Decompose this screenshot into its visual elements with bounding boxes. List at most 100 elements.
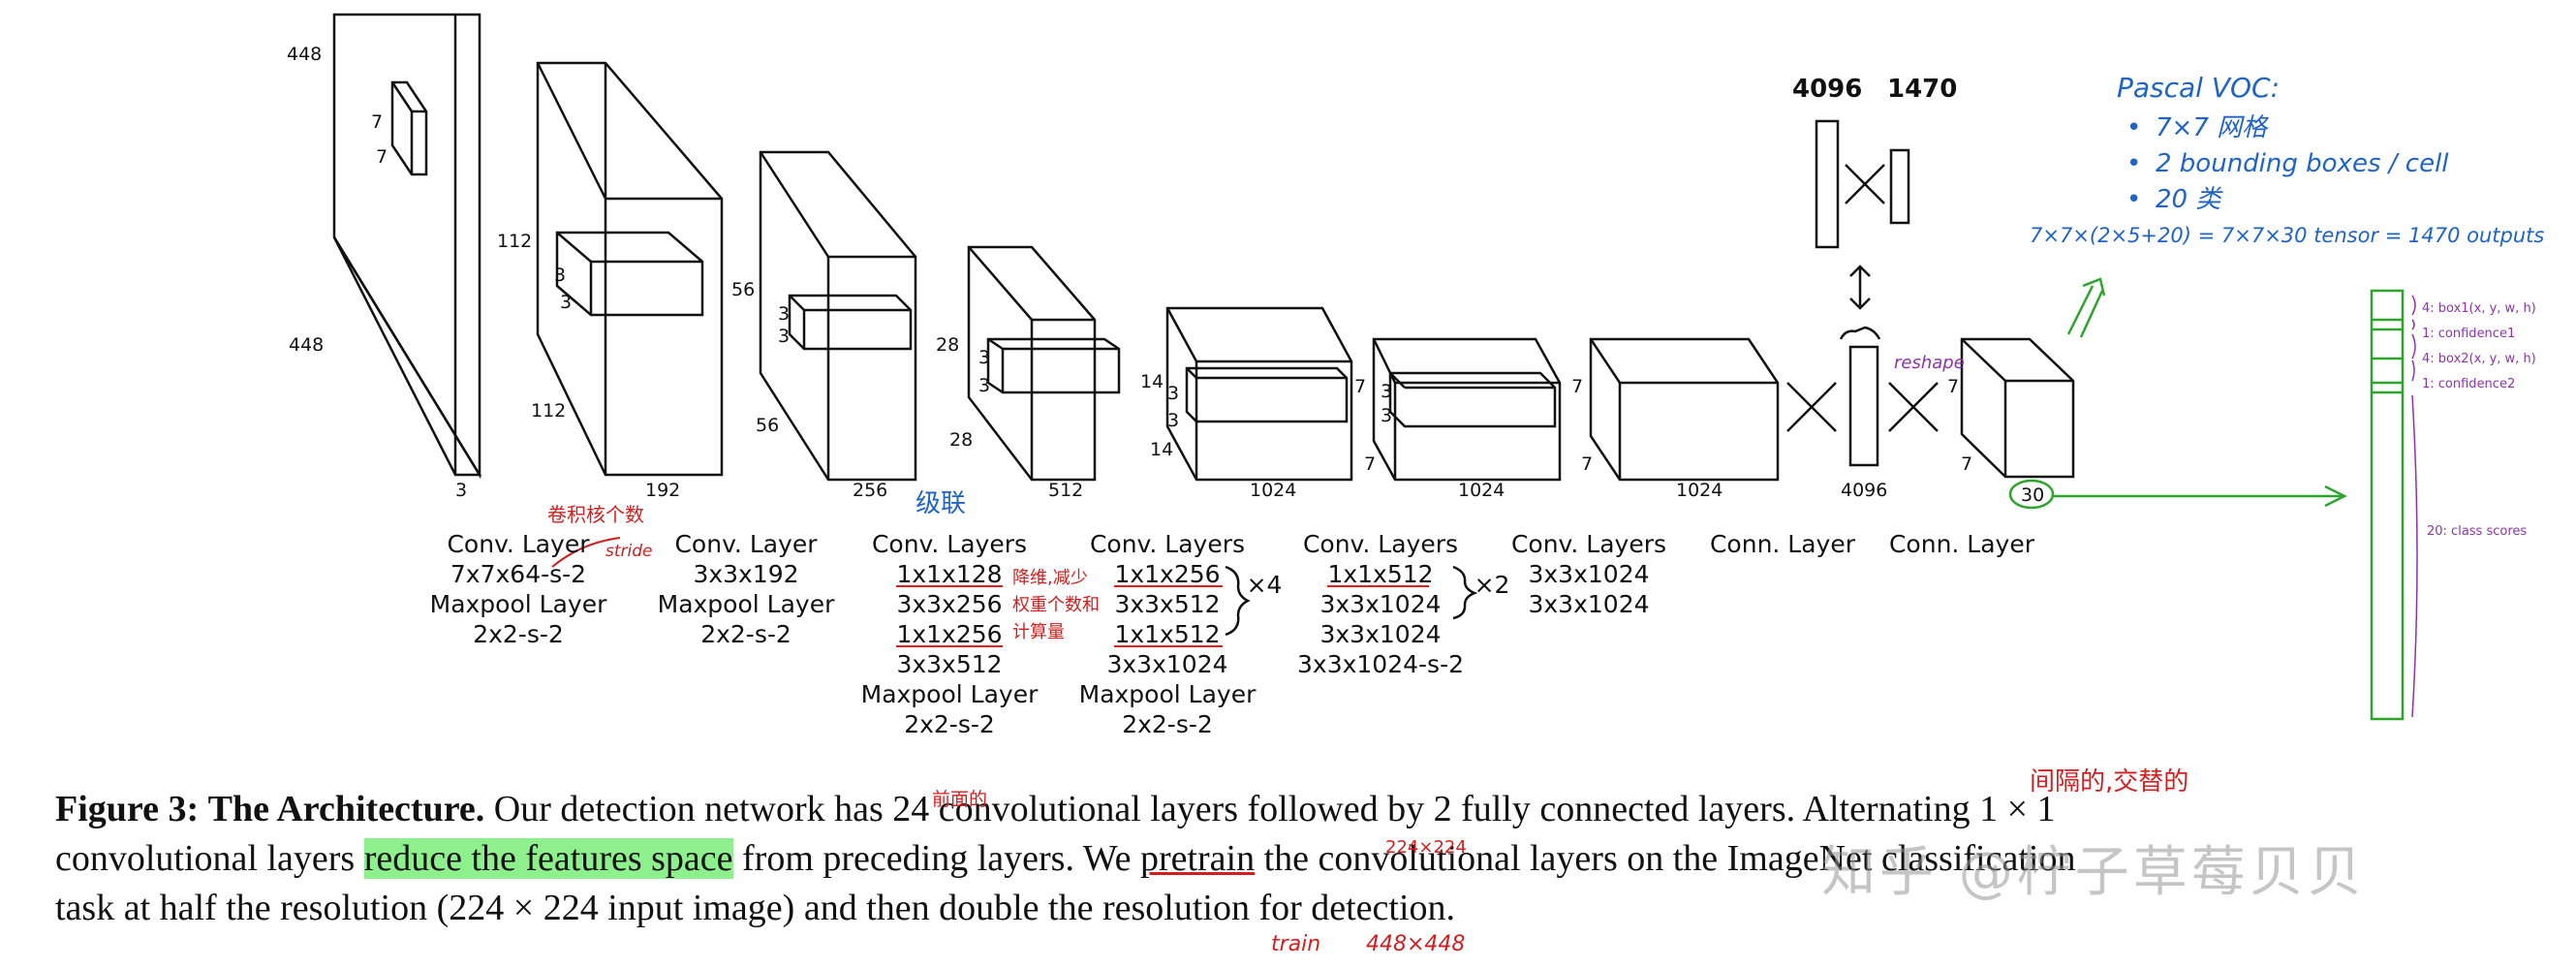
dim-label: 256 xyxy=(853,480,887,501)
dim-label: 112 xyxy=(531,400,566,422)
conv-block-3 xyxy=(759,150,917,482)
pascal-formula: 7×7×(2×5+20) = 7×7×30 tensor = 1470 outp… xyxy=(2030,224,2544,247)
layer-label: 3x3x1024 xyxy=(1528,560,1649,588)
pascal-bullet: • xyxy=(2126,185,2141,214)
vector-label: 4: box2(x, y, w, h) xyxy=(2422,352,2536,366)
dim-label: 512 xyxy=(1048,480,1083,501)
layer-label: 1x1x256 xyxy=(1114,560,1220,588)
fc-top-label: 4096 xyxy=(1792,75,1862,104)
fc-connector-2 xyxy=(1888,382,1939,432)
dim-label: 14 xyxy=(1150,439,1173,460)
dim-label: 7 xyxy=(1571,376,1583,397)
layer-label: 1x1x512 xyxy=(1114,620,1220,648)
repeat-label: ×2 xyxy=(1474,571,1510,599)
layer-label: Maxpool Layer xyxy=(658,590,835,618)
kernel-label: 3 xyxy=(978,347,990,368)
caption-figure-number: Figure 3: xyxy=(55,789,200,829)
caption-text: convolutional layers xyxy=(55,838,356,879)
output-30-circle xyxy=(2008,479,2055,510)
layer-label: 3x3x1024 xyxy=(1106,650,1227,678)
dim-label: 28 xyxy=(936,334,959,356)
fc-top-4096-bar xyxy=(1815,119,1840,249)
layer-label: 2x2-s-2 xyxy=(904,710,995,738)
kernel-label: 3 xyxy=(978,375,990,396)
conv-block-4 xyxy=(967,245,1121,482)
kernel-label: 3 xyxy=(1381,381,1392,402)
layer-label: Conn. Layer xyxy=(1889,530,2035,558)
vector-label: 1: confidence2 xyxy=(2422,377,2515,391)
double-arrow xyxy=(1849,265,1871,310)
layer-label: 3x3x1024 xyxy=(1528,590,1649,618)
annotation-stride: stride xyxy=(605,542,653,561)
note-train-size: 448×448 xyxy=(1366,932,1466,956)
layer-label: Conv. Layers xyxy=(1303,530,1458,558)
caption-highlight: reduce the features space xyxy=(363,838,733,879)
kernel-label: 3 xyxy=(778,303,790,325)
layer-label: 7x7x64-s-2 xyxy=(450,560,586,588)
dim-label: 448 xyxy=(289,334,324,356)
note-alternating: 间隔的,交替的 xyxy=(2030,767,2189,797)
dim-label: 56 xyxy=(756,415,779,436)
kernel-7x7-cube xyxy=(390,80,428,176)
caption-text: the convolutional layers on the ImageNet… xyxy=(1263,838,2076,879)
layer-label: 2x2-s-2 xyxy=(700,620,791,648)
fc-top-label: 1470 xyxy=(1887,75,1957,104)
layer-label: 3x3x1024-s-2 xyxy=(1297,650,1464,678)
fc-top-1470-bar xyxy=(1889,148,1910,225)
reshape-brace xyxy=(1839,326,1881,340)
pascal-item: 2 bounding boxes / cell xyxy=(2156,149,2449,178)
layer-label: Maxpool Layer xyxy=(430,590,607,618)
dim-label: 3 xyxy=(455,480,467,501)
dim-label: 7 xyxy=(1947,376,1959,397)
kernel-label: 7 xyxy=(371,111,383,133)
layer-label: 3x3x1024 xyxy=(1319,620,1441,648)
conv-block-5 xyxy=(1165,306,1353,482)
annotation-dim-reduce: 权重个数和 xyxy=(1012,595,1100,615)
caption-text: from preceding layers. We xyxy=(742,838,1132,879)
caption-line-3: task at half the resolution (224 × 224 i… xyxy=(55,884,2497,933)
dim-label: 7 xyxy=(1581,453,1593,475)
annotation-dim-reduce: 降维,减少 xyxy=(1012,568,1088,588)
repeat-bracket-4 xyxy=(1225,565,1251,637)
repeat-bracket-2 xyxy=(1452,565,1478,620)
dim-label: 1024 xyxy=(1250,480,1296,501)
fc-4096-bar xyxy=(1848,345,1879,467)
layer-label: Conv. Layers xyxy=(1090,530,1245,558)
fc-top-connector xyxy=(1845,164,1885,204)
layer-label: 2x2-s-2 xyxy=(473,620,564,648)
caption-underline-pretrain: pretrain xyxy=(1139,838,1256,879)
repeat-label: ×4 xyxy=(1247,571,1283,599)
layer-label: Maxpool Layer xyxy=(861,680,1039,708)
figure-caption: Figure 3: The Architecture. Our detectio… xyxy=(55,785,2497,933)
note-train: train xyxy=(1271,932,1321,956)
layer-label: Conv. Layer xyxy=(447,530,590,558)
note-pretrain-size: 224×224 xyxy=(1385,837,1467,858)
kernel-label: 7 xyxy=(376,146,388,168)
dim-label: 4096 xyxy=(1841,480,1887,501)
kernel-label: 3 xyxy=(560,292,572,313)
dim-label: 30 xyxy=(2021,484,2044,506)
dim-label: 28 xyxy=(949,429,973,451)
kernel-label: 3 xyxy=(778,326,790,347)
pascal-bullet: • xyxy=(2126,149,2141,178)
layer-label: 3x3x192 xyxy=(693,560,798,588)
dim-label: 1024 xyxy=(1676,480,1723,501)
dim-label: 14 xyxy=(1140,371,1164,392)
watermark: 知乎 @柠子草莓贝贝 xyxy=(1821,841,2366,904)
layer-label: 1x1x128 xyxy=(896,560,1002,588)
layer-label: 3x3x512 xyxy=(1114,590,1220,618)
caption-line-1: Figure 3: The Architecture. Our detectio… xyxy=(55,785,2497,834)
dim-label: 448 xyxy=(287,44,322,65)
dim-label: 7 xyxy=(1364,453,1376,475)
pascal-bullet: • xyxy=(2126,113,2141,142)
annotation-reshape: reshape xyxy=(1894,353,1965,373)
conv-block-7 xyxy=(1589,337,1780,482)
annotation-dim-reduce: 计算量 xyxy=(1012,622,1065,642)
pascal-title: Pascal VOC: xyxy=(2117,72,2280,104)
layer-label: 1x1x256 xyxy=(896,620,1002,648)
vector-label: 20: class scores xyxy=(2427,524,2527,539)
layer-label: 3x3x256 xyxy=(896,590,1002,618)
layer-label: Conv. Layers xyxy=(872,530,1027,558)
input-image-block xyxy=(332,13,482,480)
caption-text: task at half the resolution (224 × 224 i… xyxy=(55,888,1456,928)
